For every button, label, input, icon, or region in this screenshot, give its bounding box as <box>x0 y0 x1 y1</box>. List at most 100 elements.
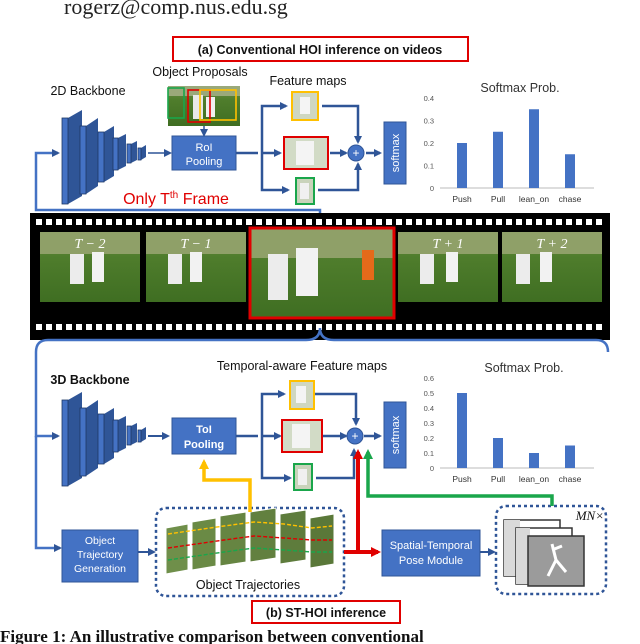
sprocket-hole <box>516 219 522 225</box>
y-tick-label: 0.2 <box>424 139 434 148</box>
sprocket-hole <box>96 324 102 330</box>
sprocket-hole <box>126 324 132 330</box>
sprocket-hole <box>416 324 422 330</box>
sprocket-hole <box>56 324 62 330</box>
bottom-sum-plus: + <box>351 429 358 443</box>
red-traj-arrow <box>344 449 363 554</box>
sprocket-hole <box>186 219 192 225</box>
sprocket-hole <box>546 219 552 225</box>
roi-label-1: RoI <box>195 142 212 154</box>
sprocket-hole <box>376 324 382 330</box>
sprocket-hole <box>566 324 572 330</box>
sprocket-hole <box>196 219 202 225</box>
only-frame-label: Only Tth Frame <box>123 190 229 208</box>
sprocket-hole <box>506 324 512 330</box>
sprocket-hole <box>486 324 492 330</box>
sprocket-hole <box>596 324 602 330</box>
bar-lean-on <box>529 109 539 188</box>
y-tick-label: 0.3 <box>424 117 434 126</box>
sprocket-hole <box>396 219 402 225</box>
sprocket-hole <box>176 324 182 330</box>
bar-Pull <box>493 438 503 468</box>
top-feature-crop-red <box>283 136 329 170</box>
sprocket-hole <box>226 219 232 225</box>
top-sum-plus: + <box>352 146 359 160</box>
sprocket-hole <box>66 324 72 330</box>
sprocket-hole <box>396 324 402 330</box>
sprocket-hole <box>566 219 572 225</box>
sprocket-hole <box>466 219 472 225</box>
sprocket-hole <box>276 324 282 330</box>
sprocket-hole <box>426 324 432 330</box>
sprocket-hole <box>336 324 342 330</box>
sprocket-hole <box>576 324 582 330</box>
sprocket-hole <box>206 324 212 330</box>
y-tick-label: 0.4 <box>424 94 434 103</box>
sprocket-hole <box>256 219 262 225</box>
x-category-label: chase <box>559 474 582 484</box>
traj-gen-label-1: Object <box>85 535 115 547</box>
x-category-label: chase <box>559 194 582 204</box>
bar-chase <box>565 445 575 468</box>
frame-t-plus-2 <box>502 232 602 302</box>
y-tick-label: 0 <box>430 184 434 193</box>
sprocket-hole <box>106 219 112 225</box>
sprocket-hole <box>336 219 342 225</box>
sprocket-hole <box>456 219 462 225</box>
bottom-feature-crop-red <box>281 419 323 453</box>
object-proposals-image <box>167 86 240 126</box>
sprocket-hole <box>296 219 302 225</box>
film-brace <box>34 327 610 353</box>
x-category-label: Push <box>452 194 472 204</box>
y-tick-label: 0.4 <box>424 404 434 413</box>
sprocket-hole <box>236 324 242 330</box>
sprocket-hole <box>326 219 332 225</box>
y-tick-label: 0.1 <box>424 162 434 171</box>
top-feature-maps-label: Feature maps <box>269 74 346 88</box>
sprocket-hole <box>366 324 372 330</box>
film-strip: T − 2 T − 1 T + 1 T + 2 <box>30 213 610 340</box>
sprocket-hole <box>96 219 102 225</box>
sprocket-hole <box>146 324 152 330</box>
object-trajectories-image <box>165 507 335 575</box>
frame-label-t-minus-2: T − 2 <box>75 237 106 252</box>
sprocket-hole <box>46 324 52 330</box>
bottom-branches <box>236 390 382 482</box>
sprocket-hole <box>516 324 522 330</box>
sprocket-hole <box>36 324 42 330</box>
sprocket-hole <box>196 324 202 330</box>
sprocket-hole <box>496 324 502 330</box>
sprocket-hole <box>136 219 142 225</box>
sprocket-hole <box>406 219 412 225</box>
bar-lean-on <box>529 453 539 468</box>
figure-caption: Figure 1: An illustrative comparison bet… <box>0 627 424 644</box>
sprocket-hole <box>556 219 562 225</box>
sprocket-hole <box>206 219 212 225</box>
mn-label: MN× <box>575 508 604 523</box>
bottom-traj-input-line <box>34 436 62 552</box>
traj-gen-box <box>61 529 139 583</box>
sprocket-hole <box>306 324 312 330</box>
sprocket-hole <box>156 324 162 330</box>
toi-label-1: ToI <box>196 424 212 436</box>
bottom-backbone-icon <box>61 392 146 487</box>
object-trajectories-label: Object Trajectories <box>196 578 300 592</box>
frame-t-minus-1 <box>146 232 246 302</box>
pose-label-1: Spatial-Temporal <box>390 540 473 552</box>
frame-t-minus-2 <box>40 232 140 302</box>
sprocket-hole <box>466 324 472 330</box>
sprocket-hole <box>226 324 232 330</box>
x-category-label: Push <box>452 474 472 484</box>
sprocket-hole <box>36 219 42 225</box>
sprocket-hole <box>446 219 452 225</box>
sprocket-hole <box>546 324 552 330</box>
top-feature-crop-yellow <box>291 91 319 121</box>
frame-label-t-minus-1: T − 1 <box>181 237 212 252</box>
sprocket-hole <box>86 324 92 330</box>
sprocket-hole <box>296 324 302 330</box>
sprocket-hole <box>386 219 392 225</box>
sprocket-hole <box>316 219 322 225</box>
y-tick-label: 0.5 <box>424 389 434 398</box>
